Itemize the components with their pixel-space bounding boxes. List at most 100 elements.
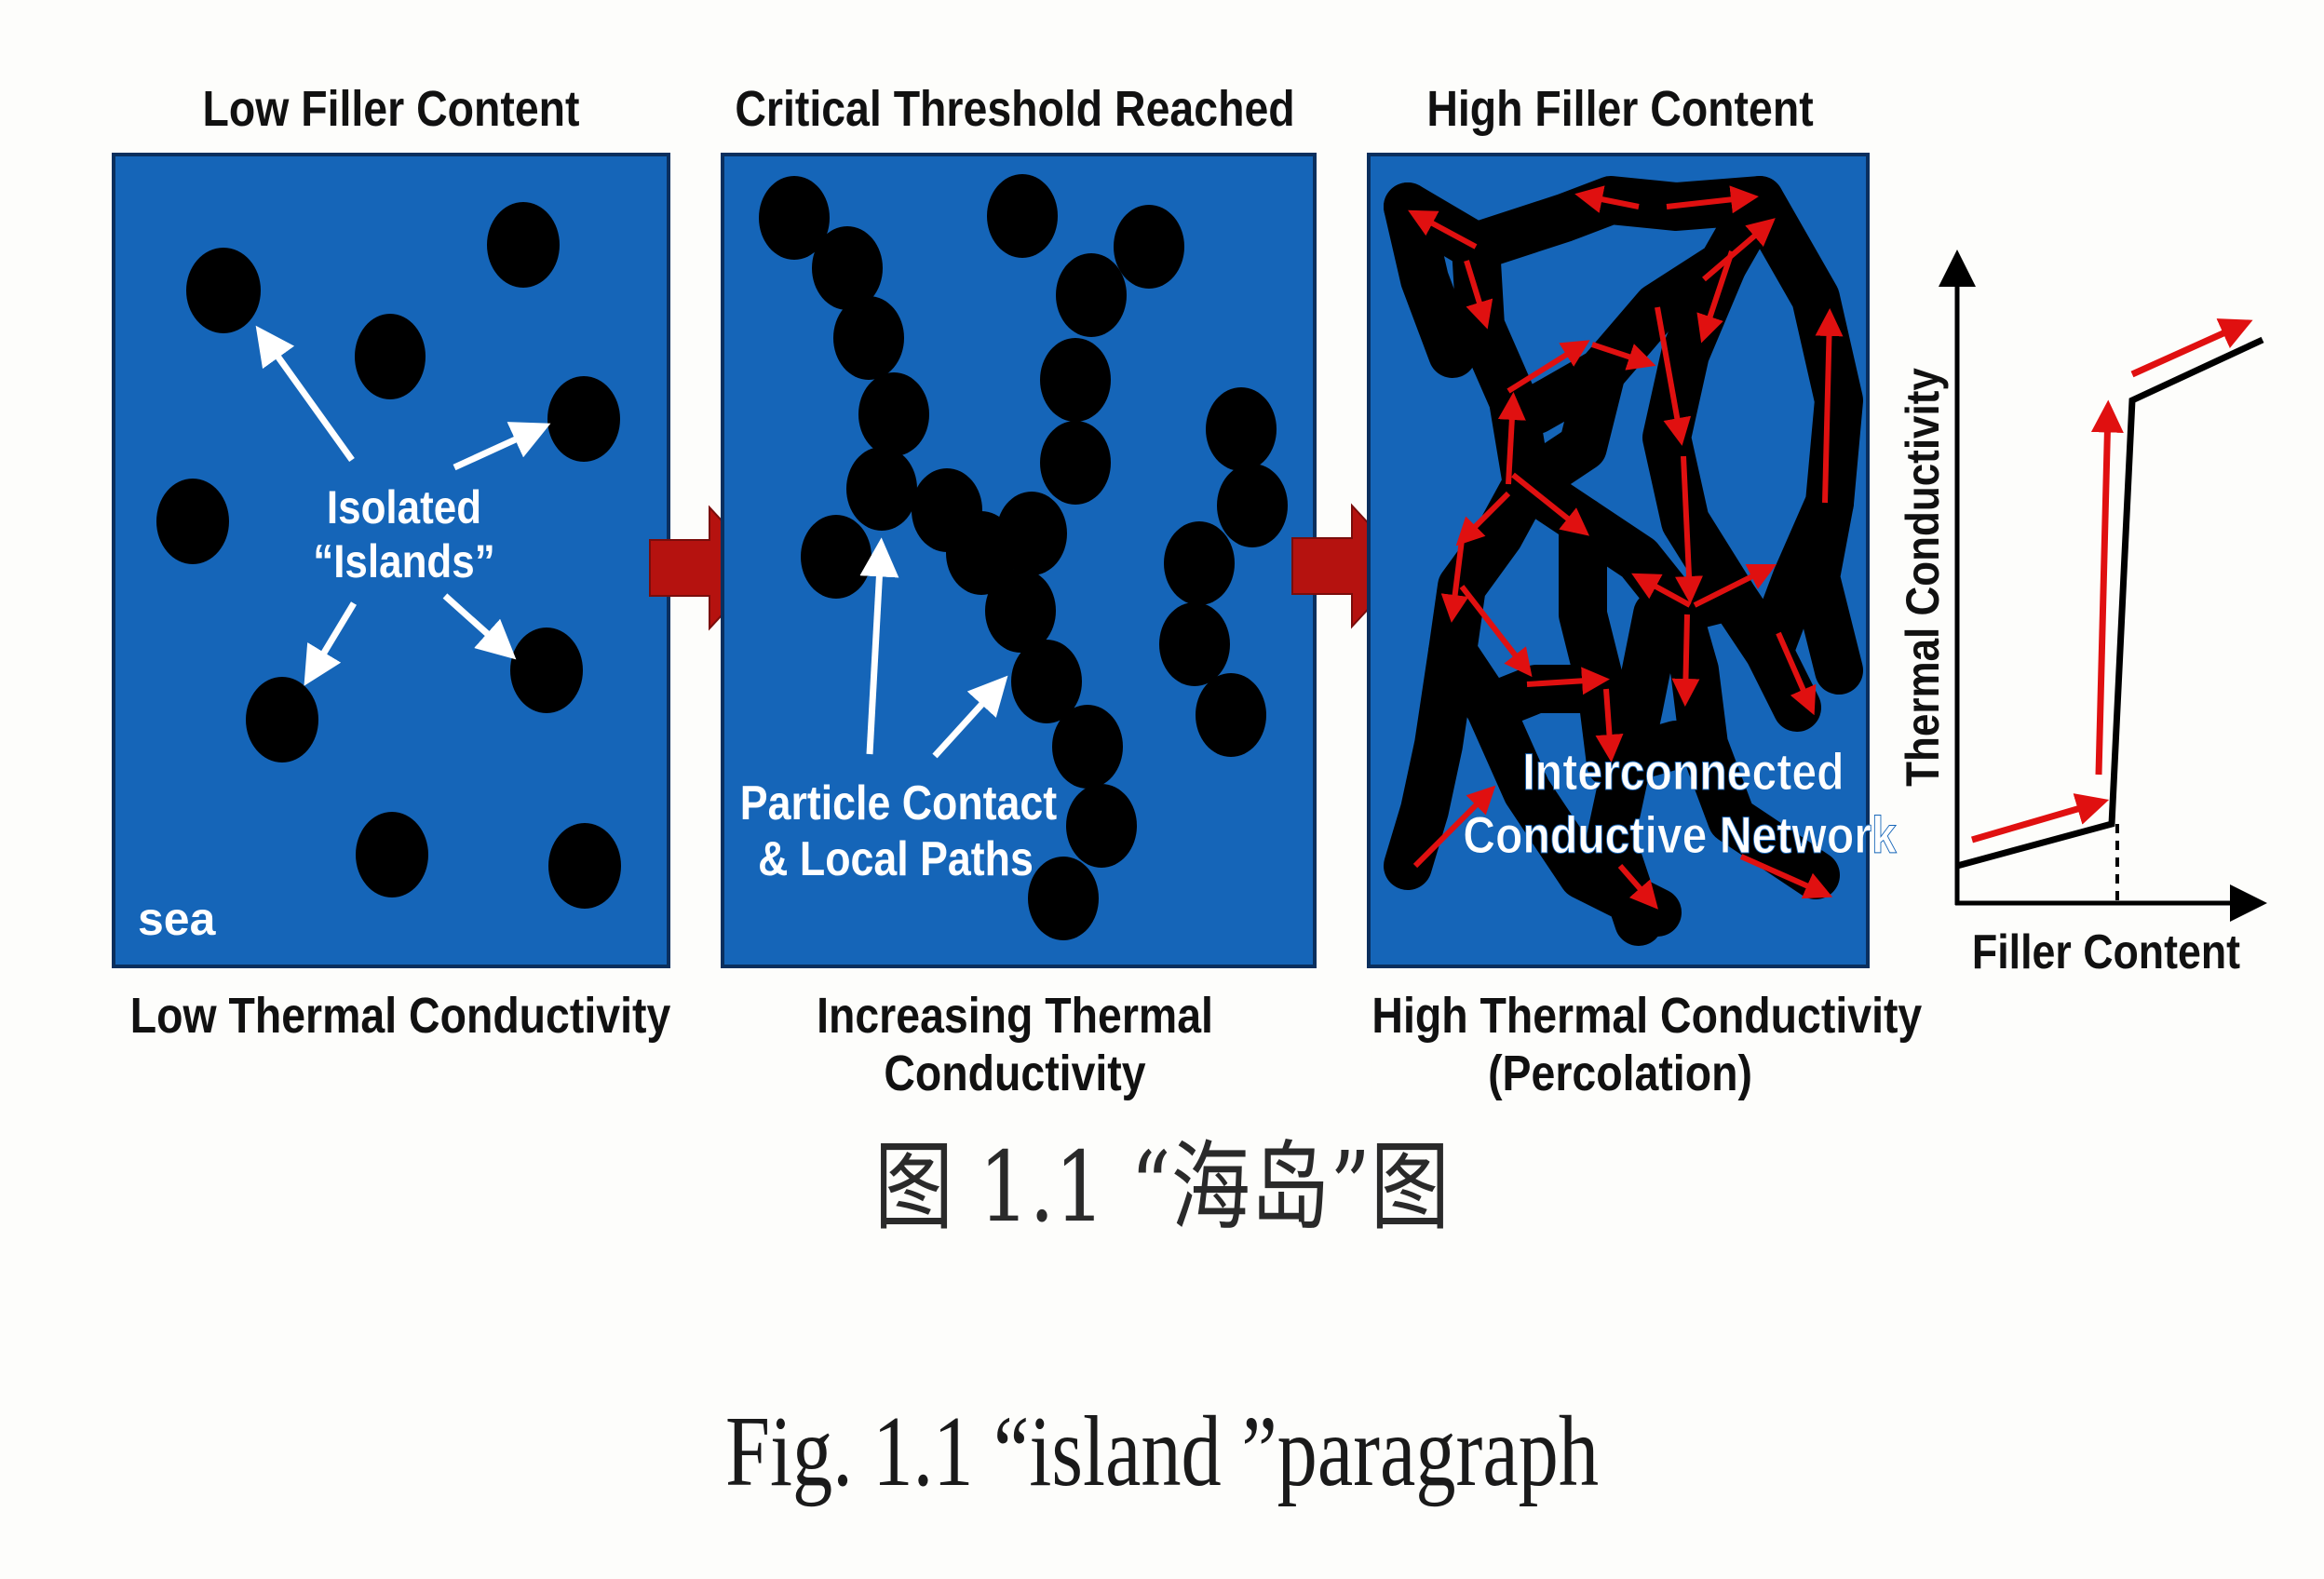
chain-particle [1159, 602, 1230, 686]
chain-particle [1196, 673, 1266, 757]
red-trend-arrow [2130, 318, 2253, 378]
panel-1-arrows [255, 325, 551, 686]
panel-1-top-label: Low Filler Content [202, 81, 580, 137]
chain-particle [1114, 205, 1184, 289]
island-particle [548, 823, 621, 909]
panel-3-bottom-label-line: High Thermal Conductivity [1371, 988, 1923, 1044]
chain-particle [801, 515, 872, 599]
chain-particle [833, 296, 904, 380]
red-path-arrow [1507, 340, 1590, 394]
red-path-arrow [1497, 392, 1526, 485]
red-path-arrow [1595, 688, 1624, 763]
red-trend-arrow [1971, 793, 2110, 843]
island-particle [487, 202, 560, 288]
particle-network [1503, 348, 1626, 508]
island-particle [156, 479, 229, 564]
chain-particle [1066, 784, 1137, 868]
white-arrow [304, 601, 357, 686]
panel-2-top-label: Critical Threshold Reached [735, 81, 1295, 137]
particle-network [1384, 628, 1477, 890]
isolated-islands-label-line2: “Islands” [313, 534, 495, 587]
red-trend-arrow [2090, 399, 2124, 776]
caption-chinese: 图 1.1 “海岛”图 [873, 1130, 1451, 1244]
white-arrow [442, 593, 517, 660]
panel-3: Interconnected Conductive Network [1367, 153, 1898, 968]
particle-network [1466, 683, 1682, 937]
red-path-arrow [1412, 785, 1496, 869]
red-path-arrow [1511, 472, 1590, 536]
red-path-arrow [1675, 455, 1704, 604]
red-path-arrow [1655, 306, 1692, 446]
red-path-arrow [1574, 185, 1640, 213]
chain-particle [1028, 857, 1099, 940]
chain-particle [1011, 640, 1082, 723]
panel-3-top-label: High Filler Content [1426, 81, 1814, 137]
chain-particle [1040, 338, 1111, 422]
island-particle [547, 376, 620, 462]
white-arrow [932, 675, 1008, 759]
panel-3-bottom-label-line: (Percolation) [1488, 1046, 1752, 1101]
chain-particle [985, 569, 1056, 653]
chain-particle [987, 174, 1058, 258]
panel-2-bottom-label-line: Increasing Thermal [817, 988, 1213, 1044]
panel-3-bottom-label-block: High Thermal Conductivity(Percolation) [1371, 987, 1923, 1102]
panel-2-bottom-label-line: Conductivity [884, 1046, 1146, 1101]
chain-particle [1056, 253, 1127, 337]
chain-particle [1217, 464, 1288, 547]
red-path-arrow [1617, 864, 1658, 910]
island-particle [186, 248, 261, 333]
chain-particle [1040, 421, 1111, 505]
chain-particle [846, 447, 917, 531]
network-label-line2: Conductive Network [1463, 807, 1897, 865]
panel-1-bottom-label: Low Thermal Conductivity [129, 988, 671, 1044]
red-path-arrow [1526, 667, 1610, 695]
white-arrow [453, 422, 551, 471]
panel-1-particles [156, 202, 621, 909]
red-path-arrow [1693, 563, 1777, 608]
red-path-arrow [1408, 209, 1478, 250]
chain-particle [858, 372, 929, 456]
conductivity-curve [1956, 336, 2264, 870]
chain-particle [1164, 521, 1235, 605]
particle-contact-label-line1: Particle Contact [740, 776, 1057, 830]
panel-2-arrows [859, 537, 1008, 759]
red-path-arrow [1696, 250, 1735, 344]
island-particle [355, 314, 426, 399]
red-path-arrow [1776, 631, 1817, 716]
red-path-arrow [1464, 260, 1493, 330]
red-path-arrow [1739, 854, 1833, 899]
island-particle [510, 628, 583, 713]
red-path-arrow [1440, 539, 1469, 623]
network-label-line1: Interconnected [1522, 744, 1844, 802]
chain-particle [812, 226, 883, 310]
white-arrow [255, 325, 355, 463]
isolated-islands-label-line1: Isolated [327, 480, 481, 533]
red-path-arrow [1459, 585, 1533, 678]
caption-english: Fig. 1.1 “island ”paragraph [724, 1397, 1600, 1507]
sea-label: sea [138, 893, 217, 945]
chain-particle [759, 176, 830, 260]
panel-2-particles [759, 174, 1288, 940]
panel-3-red-paths [1408, 185, 1844, 910]
panel-3-bottom-label-text: High Thermal Conductivity(Percolation) [1371, 987, 1923, 1102]
graph-x-label: Filler Content [1972, 925, 2240, 979]
island-particle [246, 677, 318, 763]
red-path-arrow [1666, 185, 1759, 214]
chain-particle [1206, 387, 1277, 471]
red-path-arrow [1815, 308, 1844, 504]
red-path-arrow [1455, 491, 1511, 547]
white-arrow [859, 537, 899, 755]
chain-particle [996, 492, 1067, 575]
red-path-arrow [1591, 342, 1656, 371]
panel-1: Isolated “Islands” sea [112, 153, 670, 968]
particle-network [1559, 497, 1626, 713]
red-path-arrow [1631, 573, 1692, 608]
red-path-arrow [1671, 614, 1700, 707]
chain-particle [1052, 705, 1123, 789]
particle-network [1745, 479, 1854, 676]
panel-2: Particle Contact & Local Paths [721, 153, 1317, 968]
island-particle [356, 812, 428, 897]
